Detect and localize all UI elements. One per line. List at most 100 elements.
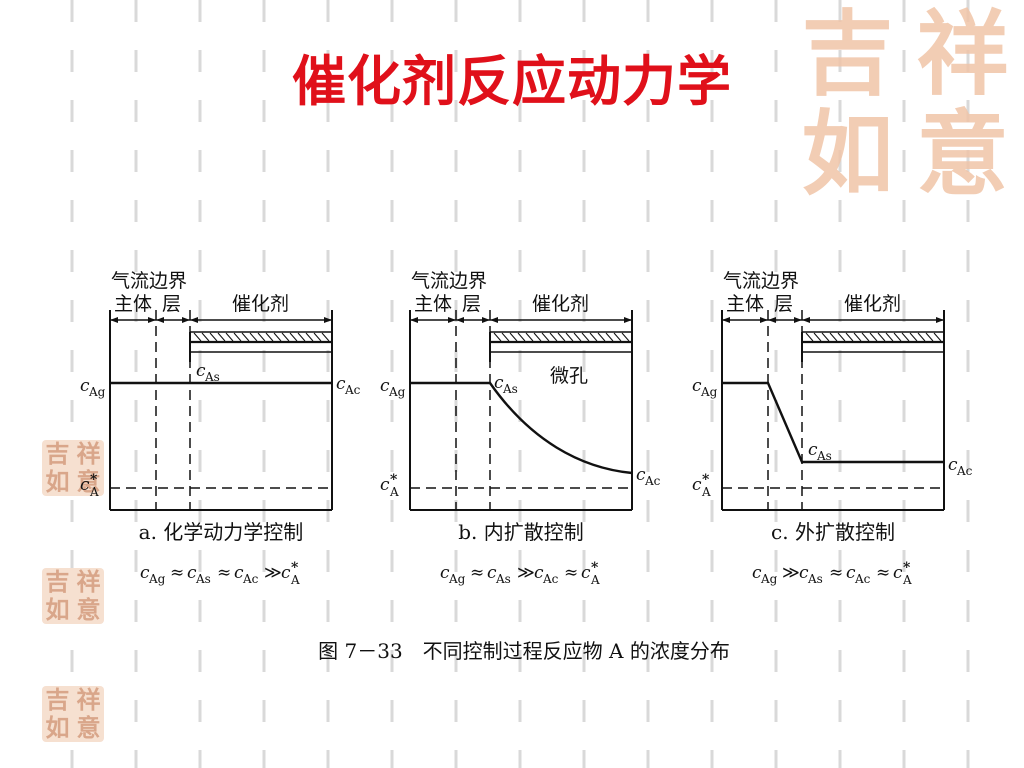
conc-symbol: c (281, 563, 291, 583)
catalyst-hatch (233, 332, 242, 342)
catalyst-hatch (909, 332, 918, 342)
catalyst-hatch (493, 332, 502, 342)
dimension-arrow (768, 317, 802, 323)
conc-subscript: As (807, 572, 823, 586)
conc-symbol: c (846, 563, 856, 583)
header-catalyst: 催化剂 (532, 293, 589, 315)
header-boundary-layer: 气流边界 (111, 270, 187, 292)
seal-char: 祥 (76, 567, 101, 596)
catalyst-hatch (257, 332, 266, 342)
conc-subscript: A (290, 573, 300, 587)
seal-char: 如 (45, 713, 70, 742)
conc-symbol: c (636, 465, 646, 485)
seal-char: 意 (76, 595, 101, 624)
header-bulk: 主体 (726, 293, 764, 315)
catalyst-hatch (893, 332, 902, 342)
catalyst-hatch (829, 332, 838, 342)
relation-operator: ≈ (564, 563, 578, 583)
arrow-head (624, 317, 632, 323)
conc-symbol: c (494, 373, 504, 393)
catalyst-hatch (805, 332, 814, 342)
micropore-label: 微孔 (550, 365, 588, 387)
relation-operator: ≫ (517, 563, 535, 583)
conc-subscript: As (195, 572, 211, 586)
relation-term: c*A (893, 560, 912, 587)
seal-char: 祥 (76, 439, 101, 468)
catalyst-hatch (217, 332, 226, 342)
catalyst-hatch (573, 332, 582, 342)
conc-star: * (291, 560, 299, 576)
conc-subscript: Ag (88, 385, 106, 399)
seal-char: 如 (45, 467, 70, 496)
header-layer: 层 (462, 293, 481, 315)
concentration-profile (722, 381, 944, 464)
seal-char: 吉 (45, 685, 70, 714)
dimension-arrow (156, 317, 190, 323)
header-catalyst: 催化剂 (232, 293, 289, 315)
relation-term: c*A (581, 560, 600, 587)
relation-operator: ≈ (876, 563, 890, 583)
dimension-arrow (722, 317, 768, 323)
panel-label: c. 外扩散控制 (771, 520, 895, 544)
label-c-A-star: c*A (80, 472, 99, 499)
catalyst-hatch (209, 332, 218, 342)
conc-subscript: A (89, 485, 99, 499)
catalyst-hatch (525, 332, 534, 342)
conc-subscript: A (590, 573, 600, 587)
seal-char: 祥 (76, 685, 101, 714)
catalyst-hatch (201, 332, 210, 342)
conc-subscript: Ag (148, 572, 166, 586)
conc-symbol: c (487, 563, 497, 583)
catalyst-hatch (225, 332, 234, 342)
arrow-head (456, 317, 464, 323)
figure-caption: 图 7－33 不同控制过程反应物 A 的浓度分布 (318, 639, 730, 663)
relation-operator: ≈ (470, 563, 484, 583)
conc-subscript: As (502, 382, 518, 396)
catalyst-hatch (501, 332, 510, 342)
catalyst-hatch (297, 332, 306, 342)
label-c-A-star: c*A (692, 472, 711, 499)
conc-symbol: c (196, 361, 206, 381)
conc-subscript: Ag (700, 385, 718, 399)
header-layer: 层 (774, 293, 793, 315)
arrow-head (156, 317, 164, 323)
catalyst-hatch (853, 332, 862, 342)
catalyst-hatch (281, 332, 290, 342)
relation-operator: ≈ (170, 563, 184, 583)
catalyst-hatch (321, 332, 330, 342)
seal-char: 吉 (45, 439, 70, 468)
conc-symbol: c (380, 475, 390, 495)
conc-symbol: c (808, 440, 818, 460)
catalyst-hatch (289, 332, 298, 342)
conc-subscript: Ac (644, 474, 661, 488)
seal-decoration-small: 吉 祥 如 意 (42, 686, 104, 742)
dimension-arrow (456, 317, 490, 323)
conc-star: * (390, 472, 398, 488)
catalyst-hatch (273, 332, 282, 342)
dimension-arrow (802, 317, 944, 323)
conc-symbol: c (80, 376, 90, 396)
seal-char: 如 (801, 100, 894, 208)
conc-subscript: As (495, 572, 511, 586)
arrow-head (110, 317, 118, 323)
seal-decoration-large: 吉 祥 如 意 (790, 6, 1020, 206)
arrow-head (802, 317, 810, 323)
header-bulk: 主体 (114, 293, 152, 315)
catalyst-hatch (305, 332, 314, 342)
conc-star: * (702, 472, 710, 488)
relation-operator: ≈ (829, 563, 843, 583)
catalyst-hatch (265, 332, 274, 342)
catalyst-hatch (193, 332, 202, 342)
catalyst-hatch (589, 332, 598, 342)
conc-symbol: c (534, 563, 544, 583)
header-catalyst: 催化剂 (844, 293, 901, 315)
conc-symbol: c (692, 376, 702, 396)
arrow-head (148, 317, 156, 323)
catalyst-hatch (933, 332, 942, 342)
